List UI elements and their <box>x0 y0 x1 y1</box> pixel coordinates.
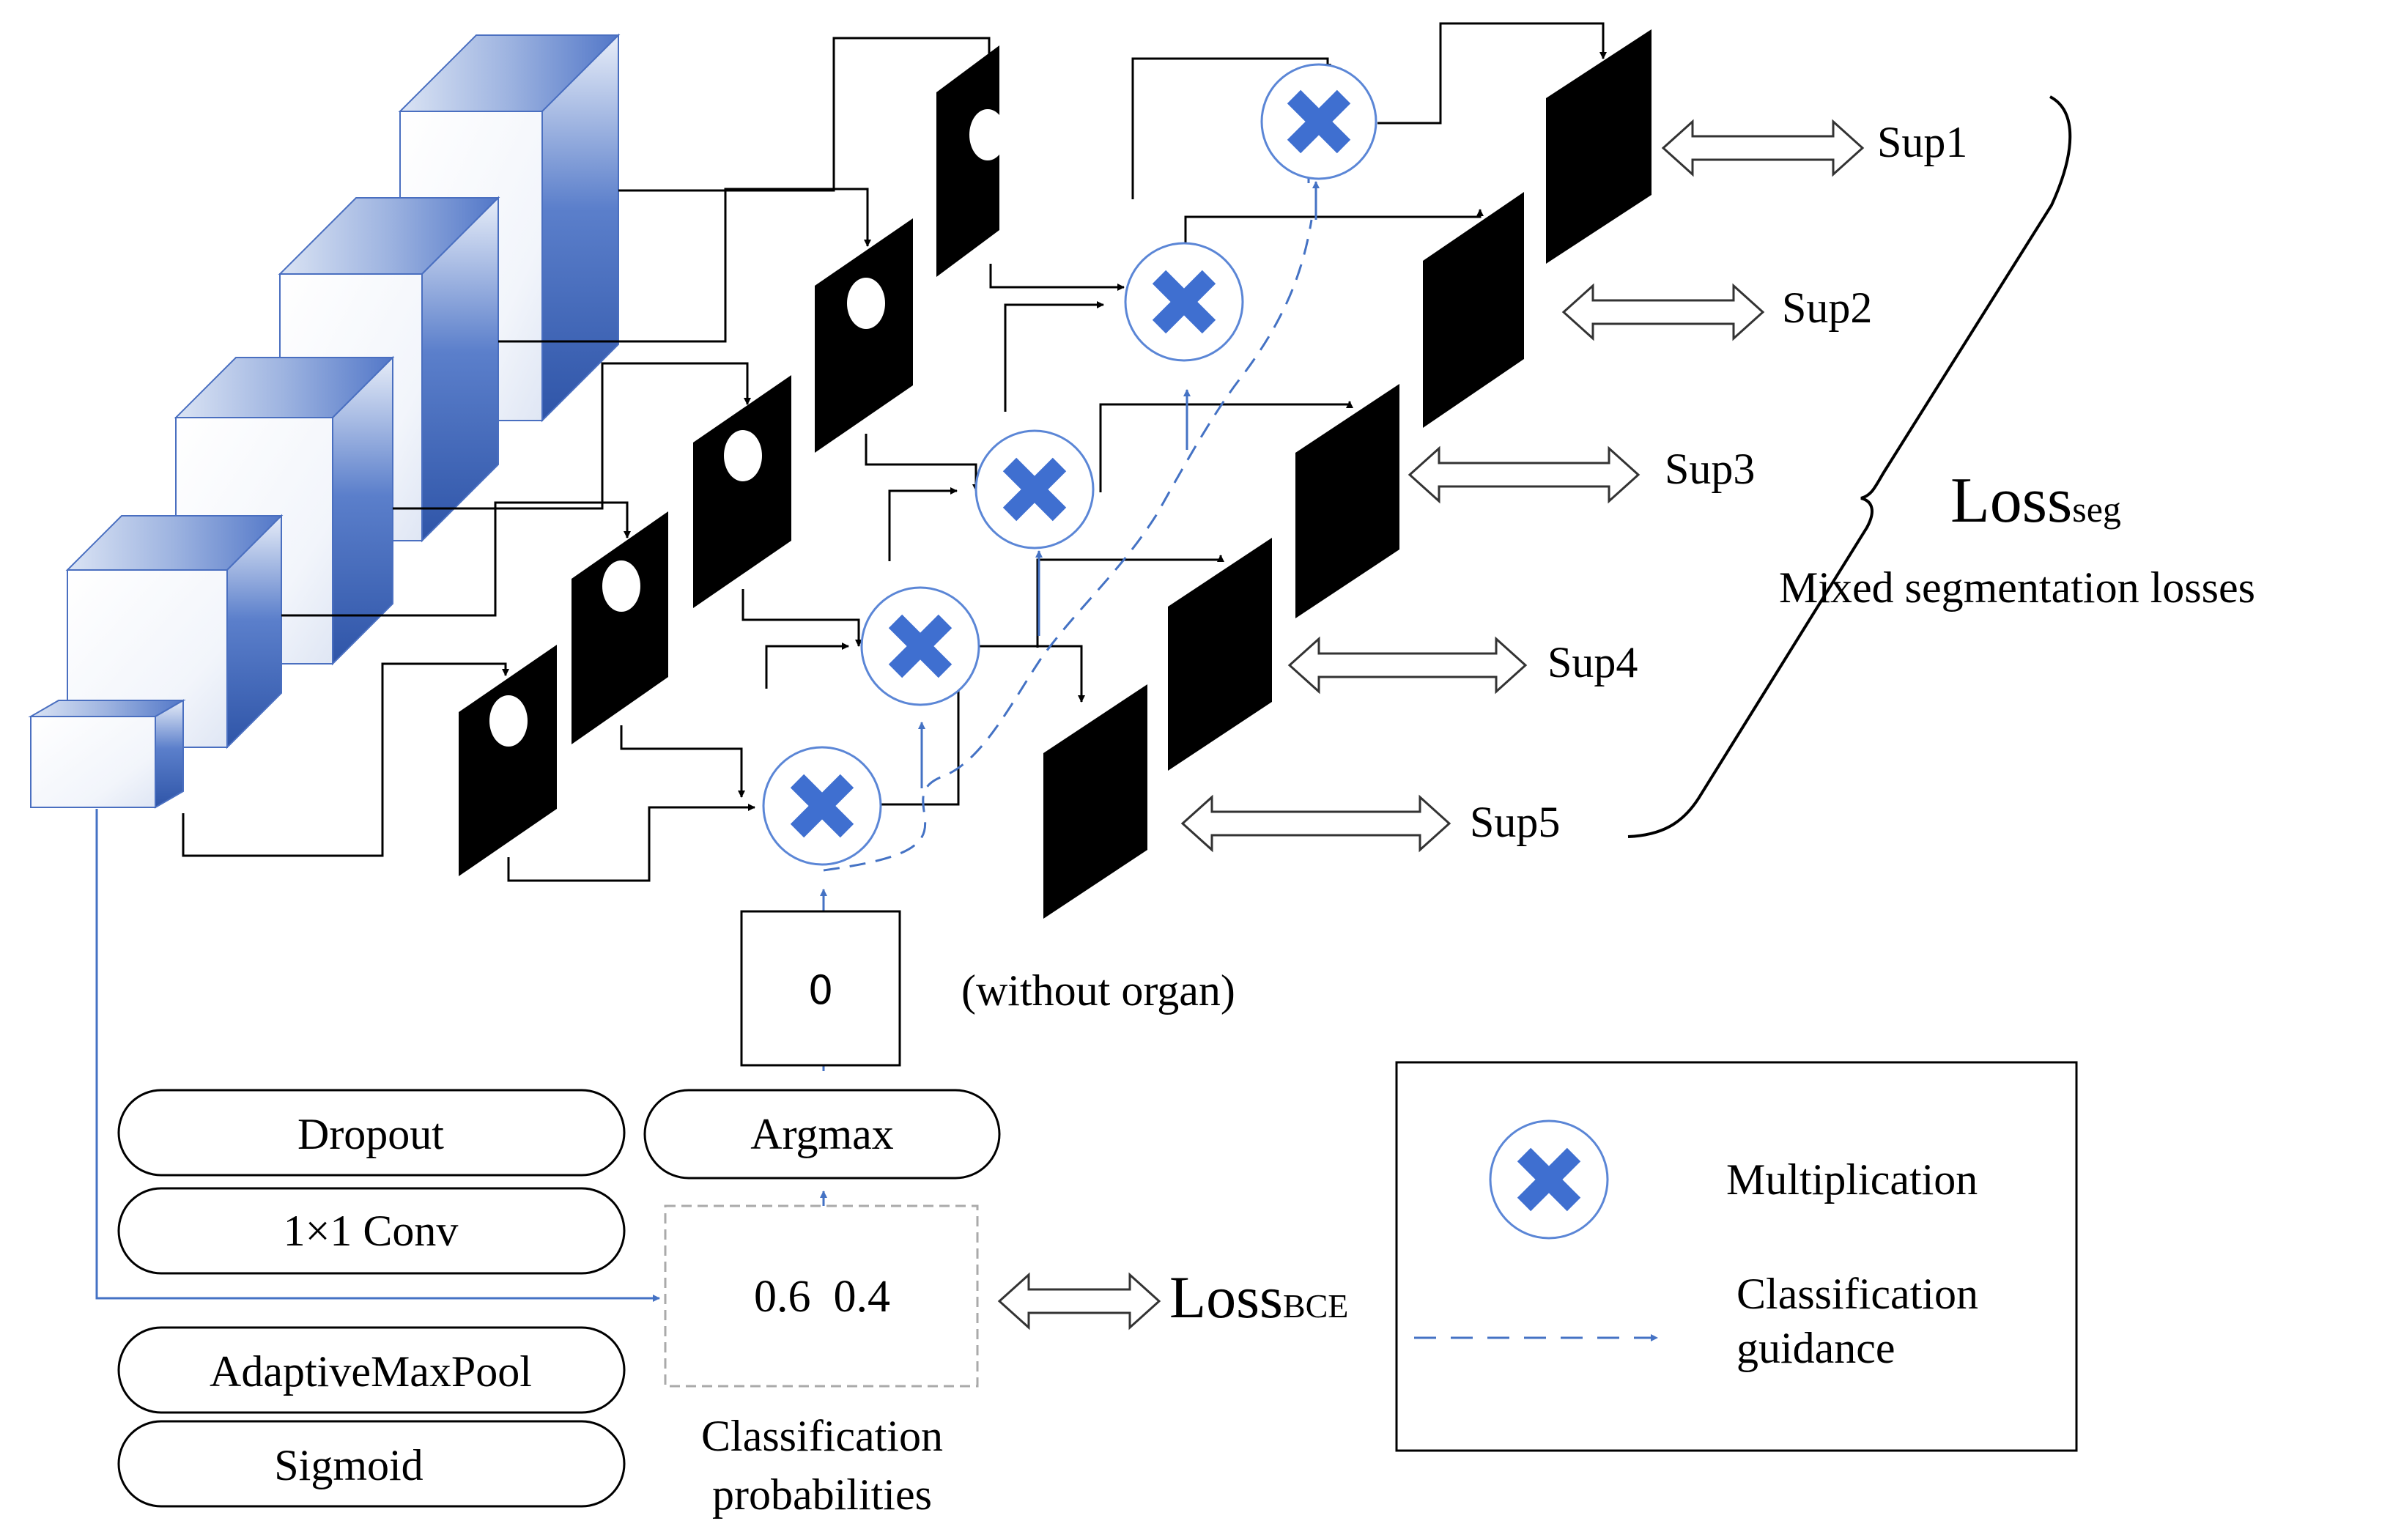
sup1-double-arrow <box>1661 119 1865 177</box>
argmax-pill: Argmax <box>643 1089 1001 1180</box>
multiply-node-5 <box>762 746 882 866</box>
dropout-label: Dropout <box>297 1110 444 1158</box>
sup5-double-arrow <box>1180 794 1451 853</box>
dropout-pill: Dropout <box>117 1089 626 1177</box>
probabilities-caption-line2: probabilities <box>712 1470 932 1519</box>
output-map-5 <box>1043 684 1147 919</box>
multiply-node-1 <box>1260 63 1377 180</box>
classification-guidance-lines <box>95 171 1325 1302</box>
output-map-4 <box>1168 538 1272 771</box>
sup3-double-arrow <box>1408 445 1641 504</box>
classifier-output-box <box>740 910 901 1067</box>
legend-guidance-label-line2: guidance <box>1736 1324 1895 1372</box>
multiply-node-2 <box>1124 242 1244 362</box>
multiply-node-4 <box>860 586 980 706</box>
conv-label: 1×1 Conv <box>284 1207 459 1255</box>
decoder-map-5 <box>459 645 557 876</box>
probabilities-caption-line1: Classification <box>701 1412 943 1460</box>
sup1-label: Sup1 <box>1877 118 1967 166</box>
loss-seg-caption: Mixed segmentation losses <box>1779 563 2255 612</box>
sup3-label: Sup3 <box>1665 445 1755 493</box>
sup2-label: Sup2 <box>1782 284 1872 332</box>
decoder-map-1 <box>936 45 1006 277</box>
adaptive-max-pool-pill: AdaptiveMaxPool <box>117 1326 626 1414</box>
argmax-label: Argmax <box>750 1110 894 1158</box>
output-map-2 <box>1423 192 1524 428</box>
decoder-map-4 <box>572 511 668 744</box>
conv-pill: 1×1 Conv <box>117 1187 626 1275</box>
output-map-1 <box>1546 29 1652 264</box>
decoder-map-3 <box>693 375 791 608</box>
sup4-label: Sup4 <box>1547 638 1638 686</box>
legend-multiplication-label: Multiplication <box>1726 1155 1978 1204</box>
sup5-label: Sup5 <box>1470 798 1560 846</box>
loss-seg-brace <box>1627 95 2072 838</box>
legend-multiply-icon <box>1489 1119 1609 1240</box>
probabilities-box <box>664 1204 979 1388</box>
output-map-3 <box>1295 384 1399 618</box>
multiply-node-3 <box>974 429 1095 549</box>
sup2-double-arrow <box>1561 283 1765 341</box>
loss-bce-double-arrow <box>997 1272 1161 1330</box>
probabilities-values: 0.6 0.4 <box>754 1272 890 1322</box>
sigmoid-pill: Sigmoid <box>117 1420 626 1508</box>
encoder-block-2 <box>278 196 500 543</box>
sigmoid-label: Sigmoid <box>274 1441 423 1489</box>
decoder-map-2 <box>815 218 913 453</box>
classifier-output-value: 0 <box>808 967 833 1013</box>
legend: Multiplication Classification guidance <box>1395 1061 2078 1452</box>
bottleneck-block <box>28 699 186 809</box>
loss-bce-label: LossBCE <box>1169 1264 1348 1330</box>
sup4-double-arrow <box>1287 636 1528 695</box>
legend-guidance-label-line1: Classification <box>1736 1270 1978 1318</box>
classifier-output-note: (without organ) <box>961 966 1235 1015</box>
adaptive-max-pool-label: AdaptiveMaxPool <box>210 1347 532 1396</box>
loss-seg-label: Lossseg <box>1950 465 2121 536</box>
